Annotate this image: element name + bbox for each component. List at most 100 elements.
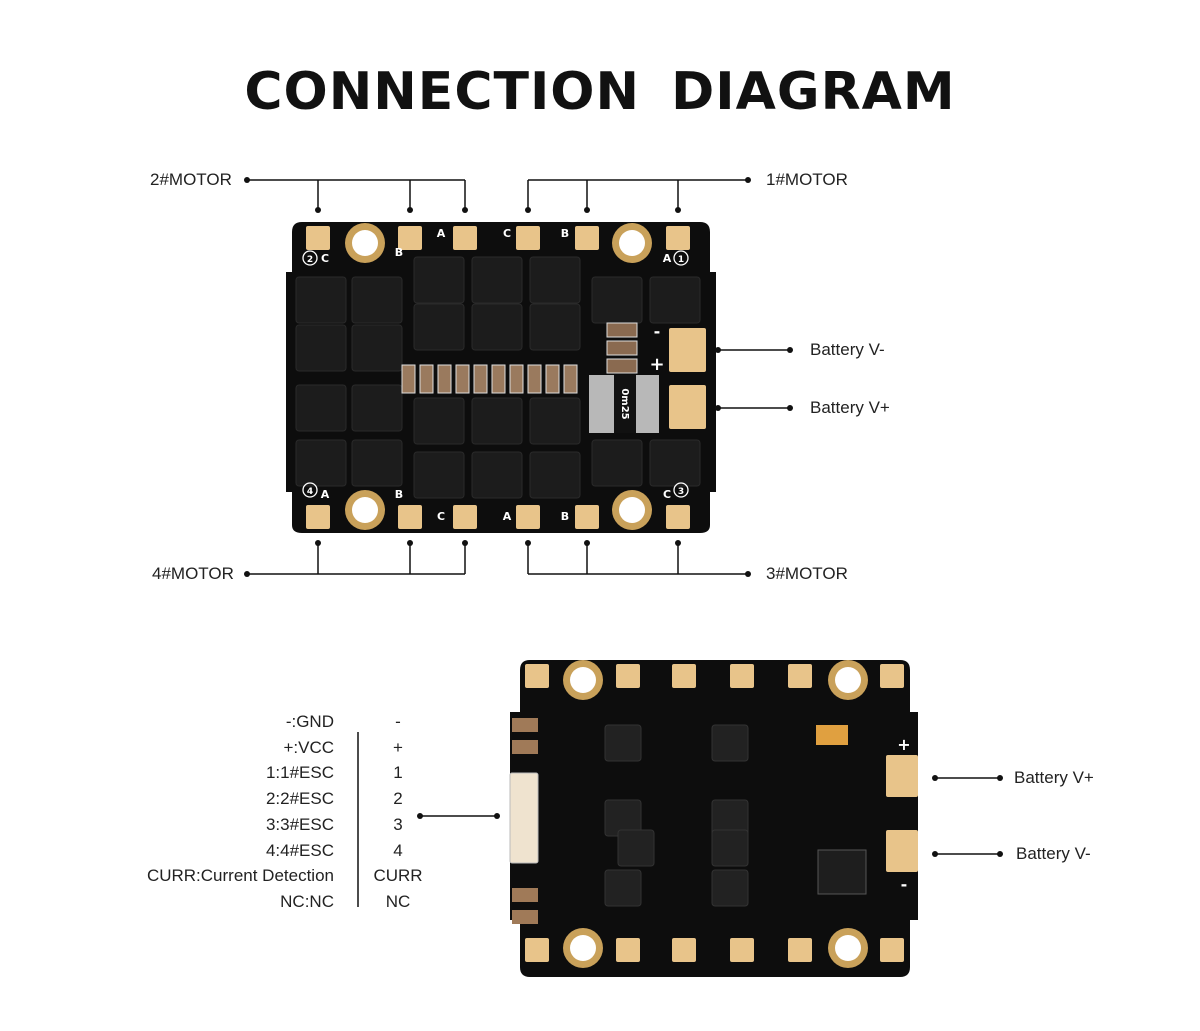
connector-dot xyxy=(525,207,531,213)
mount-hole xyxy=(835,667,861,693)
motor-2-label: 2#MOTOR xyxy=(150,170,232,189)
capacitor xyxy=(512,910,538,924)
phase-label: C xyxy=(437,510,445,523)
motor-pad xyxy=(306,505,330,529)
capacitor xyxy=(437,364,452,394)
mosfet-chip xyxy=(351,324,403,372)
mosfet-chip xyxy=(471,397,523,445)
connector-dot xyxy=(584,540,590,546)
bottom-battery-pos-label: Battery V+ xyxy=(1014,768,1094,787)
controller-chip xyxy=(604,724,642,762)
phase-label: C xyxy=(321,252,329,265)
connector-dot xyxy=(932,851,938,857)
mosfet-chip xyxy=(471,303,523,351)
mount-hole xyxy=(570,935,596,961)
mosfet-chip xyxy=(529,256,581,304)
mosfet-chip xyxy=(649,276,701,324)
mosfet-chip xyxy=(529,451,581,499)
motor-pad xyxy=(672,938,696,962)
mosfet-chip xyxy=(351,439,403,487)
polarity-minus: - xyxy=(901,875,908,894)
capacitor xyxy=(527,364,542,394)
motor-pad xyxy=(666,226,690,250)
mosfet-chip xyxy=(295,276,347,324)
battery-pos-pad xyxy=(669,385,706,429)
mount-hole xyxy=(352,497,378,523)
phase-label: A xyxy=(321,488,330,501)
signal-connector xyxy=(509,772,539,864)
motor-pad xyxy=(575,505,599,529)
motor-number-circle xyxy=(302,482,318,498)
connector-dot xyxy=(244,177,250,183)
phase-label: B xyxy=(395,246,403,259)
capacitor xyxy=(473,364,488,394)
pinout-description: 1:1#ESC xyxy=(265,763,334,783)
motor-pad xyxy=(398,505,422,529)
connector-dot xyxy=(675,207,681,213)
mosfet-chip xyxy=(413,397,465,445)
page-title: CONNECTION DIAGRAM xyxy=(244,62,956,122)
connector-dot xyxy=(462,540,468,546)
motor-pad xyxy=(616,664,640,688)
mosfet-chip xyxy=(529,397,581,445)
tantalum-capacitor xyxy=(816,725,848,745)
motor-pad xyxy=(525,938,549,962)
capacitor xyxy=(606,322,638,338)
polarity-plus: + xyxy=(649,354,664,375)
motor-pad xyxy=(880,938,904,962)
phase-label: A xyxy=(437,227,446,240)
mosfet-chip xyxy=(529,303,581,351)
motor-pad xyxy=(880,664,904,688)
phase-label: A xyxy=(663,252,672,265)
capacitor xyxy=(419,364,434,394)
mosfet-chip xyxy=(295,439,347,487)
motor-4-label: 4#MOTOR xyxy=(152,564,234,583)
motor-pad xyxy=(730,938,754,962)
mosfet-chip xyxy=(351,384,403,432)
capacitor xyxy=(512,740,538,754)
phase-label: C xyxy=(503,227,511,240)
mosfet-chip xyxy=(471,451,523,499)
connector-dot xyxy=(315,540,321,546)
motor-pad xyxy=(788,664,812,688)
motor-pad xyxy=(730,664,754,688)
capacitor xyxy=(606,340,638,356)
pinout-description: CURR:Current Detection xyxy=(146,866,334,886)
motor-pad xyxy=(516,226,540,250)
mosfet-chip xyxy=(295,324,347,372)
battery-neg-pad xyxy=(886,830,918,872)
mosfet-chip xyxy=(413,303,465,351)
controller-chip xyxy=(711,829,749,867)
connector-dot xyxy=(407,540,413,546)
connector-dot xyxy=(997,851,1003,857)
capacitor xyxy=(512,888,538,902)
mosfet-chip xyxy=(591,276,643,324)
connector-dot xyxy=(997,775,1003,781)
mosfet-chip xyxy=(413,451,465,499)
motor-number: 1 xyxy=(678,255,684,265)
pinout-description: 4:4#ESC xyxy=(265,840,334,860)
capacitor xyxy=(606,358,638,374)
connector-dot xyxy=(787,347,793,353)
controller-chip xyxy=(711,724,749,762)
mosfet-chip xyxy=(591,439,643,487)
mount-hole xyxy=(352,230,378,256)
mount-hole xyxy=(835,935,861,961)
capacitor xyxy=(401,364,416,394)
shunt-marking: 0m25 xyxy=(619,388,630,419)
motor-number: 2 xyxy=(307,255,313,265)
motor-1-label: 1#MOTOR xyxy=(766,170,848,189)
connector-dot xyxy=(525,540,531,546)
battery-neg-pad xyxy=(669,328,706,372)
motor-pad xyxy=(666,505,690,529)
motor-number-circle xyxy=(673,482,689,498)
polarity-plus: + xyxy=(897,735,910,754)
phase-label: B xyxy=(561,227,569,240)
motor-pad xyxy=(306,226,330,250)
controller-chip xyxy=(604,869,642,907)
capacitor xyxy=(563,364,578,394)
battery-pos-pad xyxy=(886,755,918,797)
mount-hole xyxy=(570,667,596,693)
polarity-minus: - xyxy=(654,322,661,341)
